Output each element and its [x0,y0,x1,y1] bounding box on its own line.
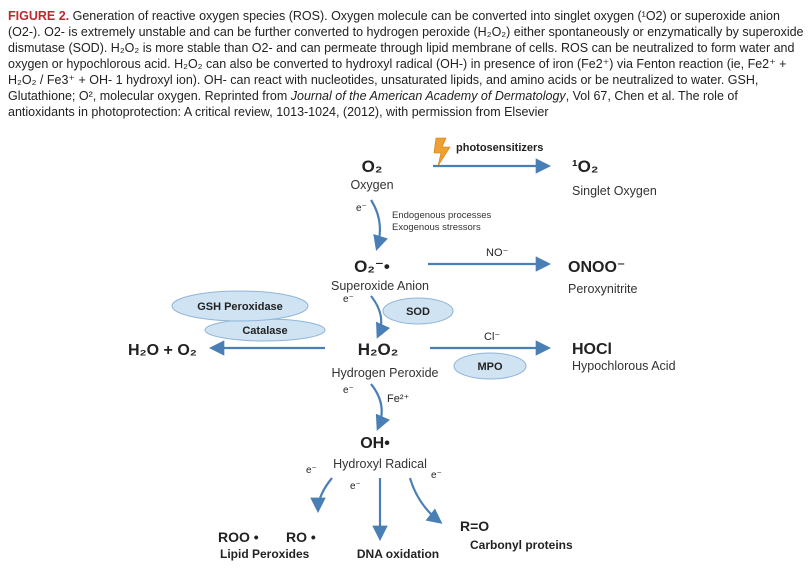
roo-formula: ROO • [218,529,259,545]
arrow-hydroxyl-to-lipid [310,477,333,514]
singlet-formula: ¹O₂ [572,157,598,176]
mpo-ellipse [453,352,527,380]
ro-formula: RO • [286,529,316,545]
caption-text-after: , Vol 67, Chen et al. The role of antiox… [8,89,738,119]
hydroxyl-name: Hydroxyl Radical [333,457,427,471]
lightning-icon [433,137,451,167]
superoxide-formula: O₂⁻• [354,257,390,276]
superoxide-name: Superoxide Anion [331,279,429,293]
sod-ellipse [382,297,454,325]
catalase-label: Catalase [242,325,287,337]
electron-label-5: e⁻ [350,481,361,492]
electron-label-1: e⁻ [356,203,367,214]
electron-label-6: e⁻ [431,470,442,481]
no-label: NO⁻ [486,247,509,259]
oxygen-name: Oxygen [350,178,393,192]
peroxide-formula: H₂O₂ [358,340,399,359]
photosensitizers-label: photosensitizers [456,142,543,154]
peroxide-name: Hydrogen Peroxide [331,366,438,380]
sod-label: SOD [406,306,430,318]
carbonyl-proteins-label: Carbonyl proteins [470,538,573,552]
arrow-hydroxyl-to-carbonyl [408,477,443,524]
electron-label-2: e⁻ [343,294,354,305]
process-exogenous: Exogenous stressors [392,222,481,233]
gsh-peroxidase-ellipse [171,290,309,322]
figure-caption: FIGURE 2. Generation of reactive oxygen … [8,8,804,120]
mpo-label: MPO [477,361,503,373]
caption-label: FIGURE 2. [8,9,70,23]
cl-label: Cl⁻ [484,331,500,343]
water-oxygen-formula: H₂O + O₂ [128,342,197,359]
dna-oxidation-label: DNA oxidation [357,547,439,561]
hocl-name: Hypochlorous Acid [572,359,676,373]
caption-journal: Journal of the American Academy of Derma… [290,89,566,103]
arrow-oxygen-to-superoxide [370,199,388,251]
hydroxyl-formula: OH• [360,435,390,452]
oxygen-formula: O₂ [362,157,383,176]
arrow-superoxide-to-peroxide [370,295,391,339]
process-endogenous: Endogenous processes [392,210,492,221]
arrow-peroxide-to-hydroxyl [370,383,390,431]
gsh-peroxidase-label: GSH Peroxidase [197,301,283,313]
hocl-formula: HOCl [572,341,612,358]
peroxynitrite-formula: ONOO⁻ [568,259,625,276]
peroxynitrite-name: Peroxynitrite [568,282,638,296]
electron-label-4: e⁻ [306,465,317,476]
lipid-peroxides-label: Lipid Peroxides [220,547,310,561]
fe-label: Fe²⁺ [387,393,410,405]
r-o-formula: R=O [460,518,489,534]
electron-label-3: e⁻ [343,385,354,396]
singlet-name: Singlet Oxygen [572,184,657,198]
caption-text: Generation of reactive oxygen species (R… [8,9,804,103]
